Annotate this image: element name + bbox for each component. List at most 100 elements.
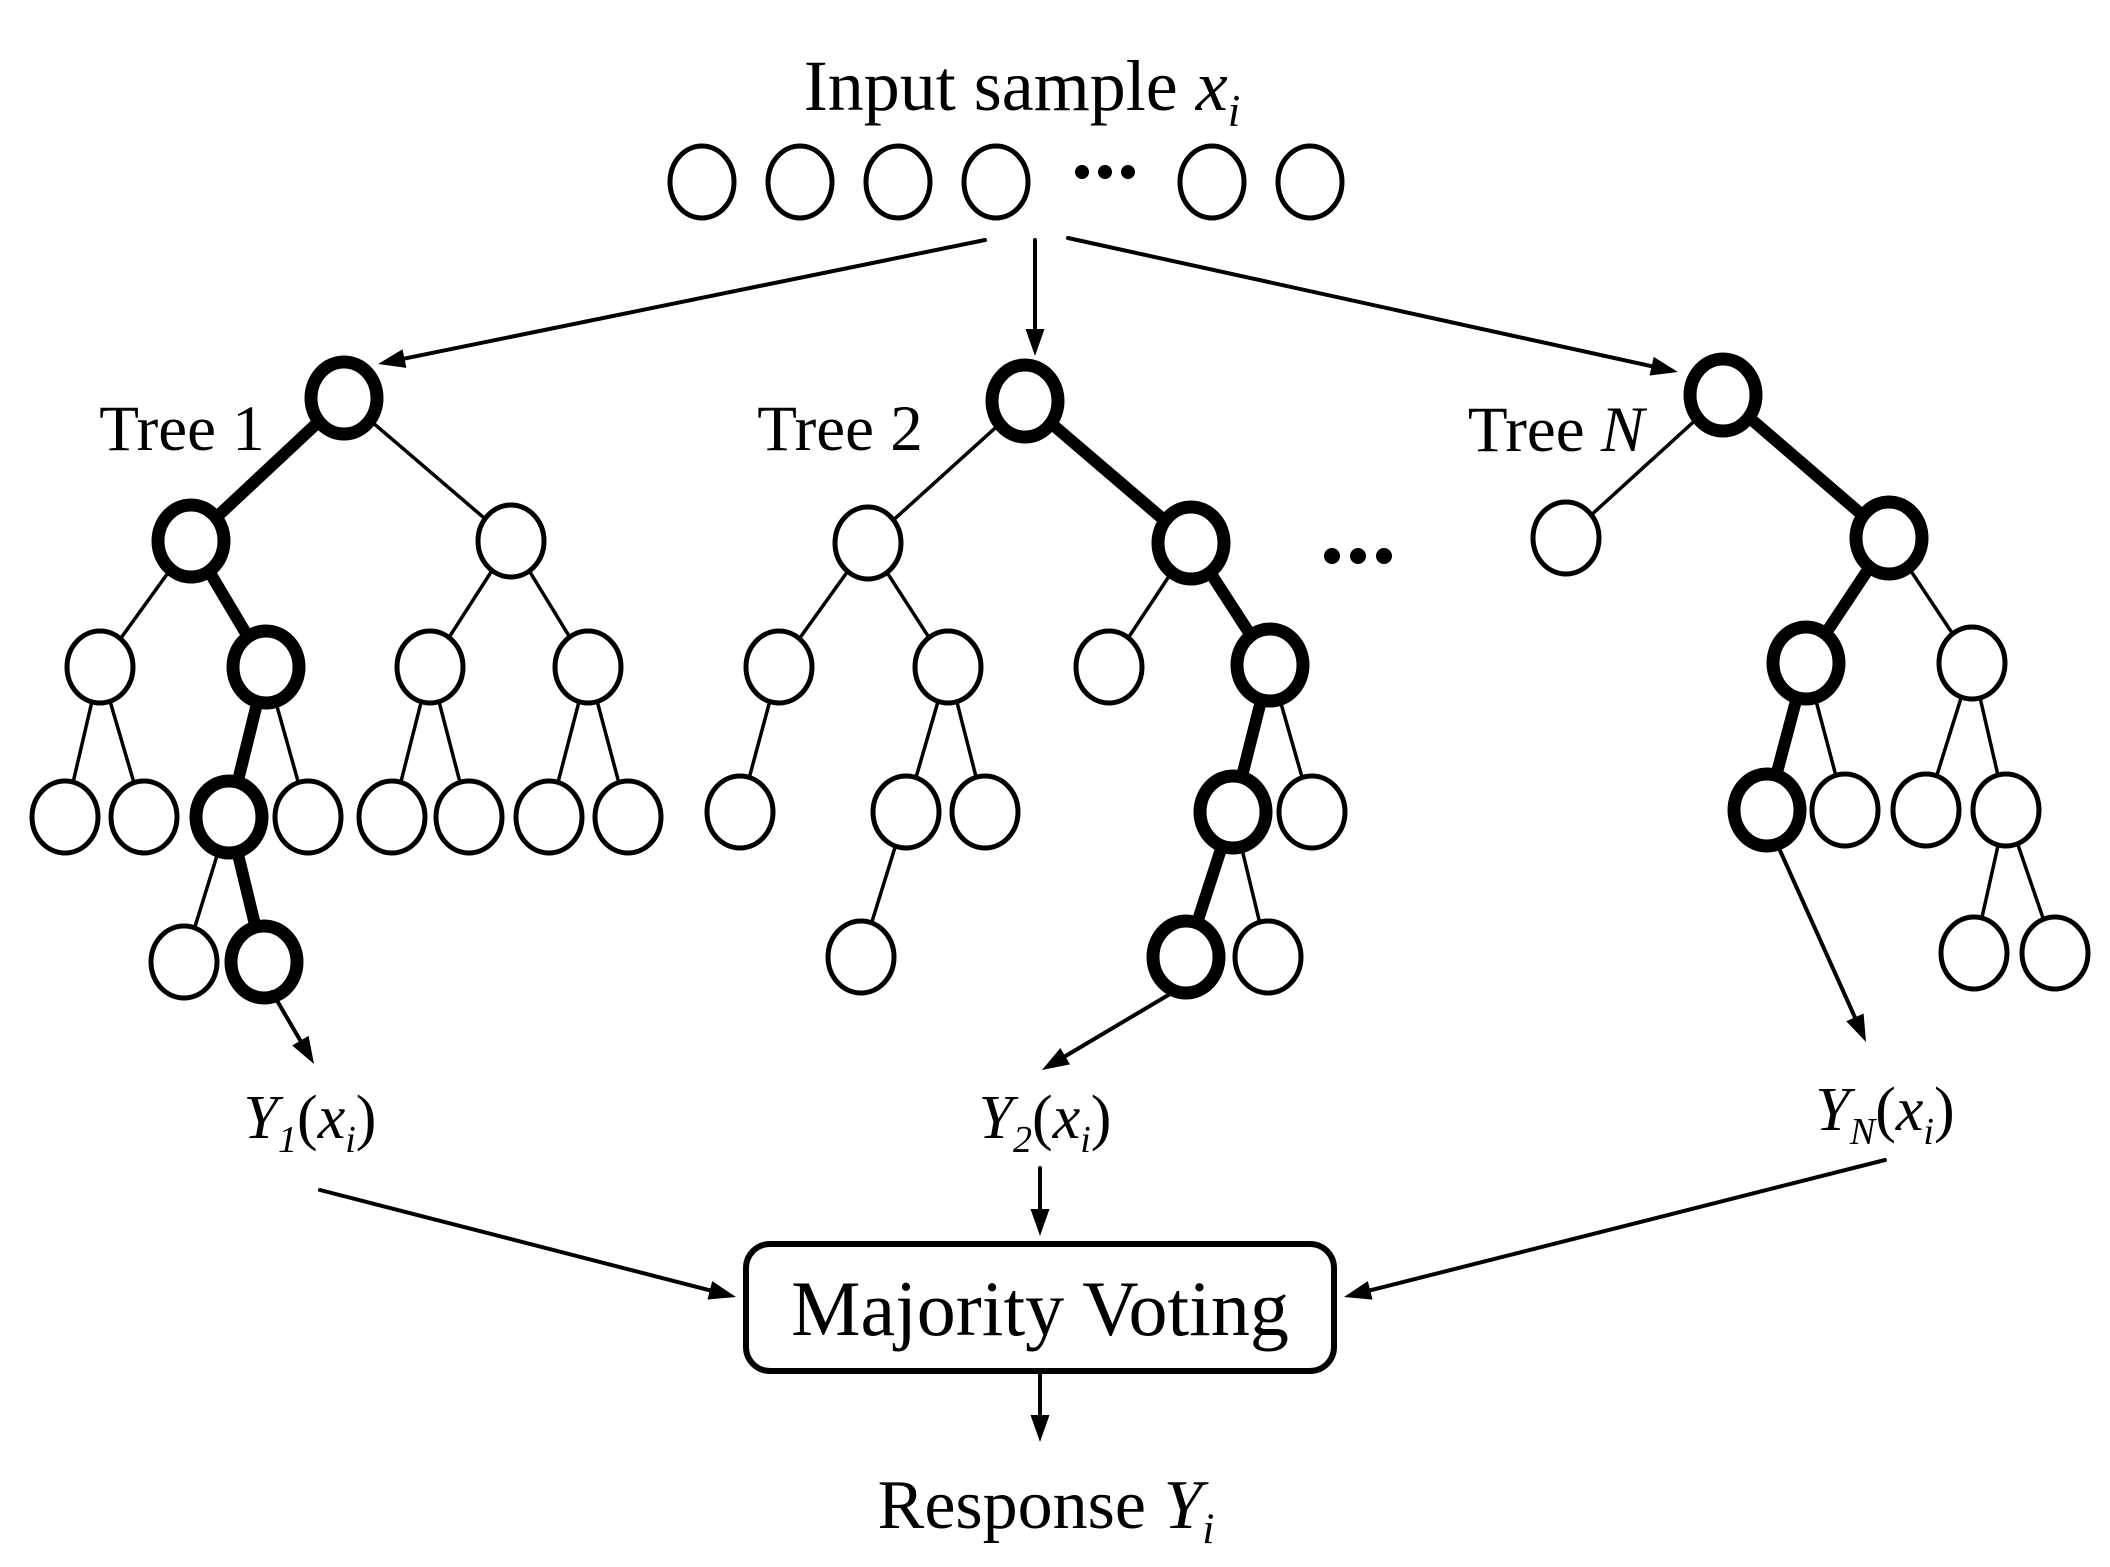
treeN-output-label-part: N (1849, 1111, 1878, 1153)
treeN-output-label-part: ) (1934, 1076, 1955, 1144)
tree1-output-label-part: ) (356, 1084, 377, 1152)
treeN-node-1 (1530, 499, 1602, 577)
input-ellipsis-dot-2 (1121, 165, 1135, 179)
tree1-node-16-active (224, 919, 304, 1005)
tree2-node-7 (704, 773, 776, 851)
tree-gap-ellipsis-dot-2 (1376, 548, 1392, 564)
tree1-label: Tree 1 (99, 393, 265, 465)
input-ellipsis-dot-1 (1098, 165, 1112, 179)
arrow-input-to-tree1-head (378, 349, 407, 368)
tree1-node-9-active (189, 774, 269, 860)
tree2-node-4 (912, 628, 984, 706)
tree2-output-label: Y2(xi) (979, 1084, 1112, 1161)
treeN-node-0-active (1683, 352, 1763, 438)
tree2-node-11 (1276, 773, 1348, 851)
tree1-exit-arrow-head (292, 1035, 314, 1064)
input-ellipsis-dot-0 (1075, 165, 1089, 179)
tree1-output-label-part: 1 (278, 1119, 297, 1161)
treeN-node-8 (1970, 771, 2042, 849)
tree2-node-0-active (985, 358, 1065, 444)
tree2-output-label-part: Y (979, 1084, 1019, 1152)
arrow-y2-to-voting-head (1030, 1209, 1050, 1236)
tree1-output-label-part: ( (297, 1084, 318, 1152)
response-label-part: Response (878, 1467, 1164, 1544)
input-feature-circle-3 (961, 143, 1031, 221)
tree2-exit-arrow-head (1042, 1048, 1071, 1070)
majority-voting-label: Majority Voting (791, 1265, 1289, 1352)
tree2-node-13-active (1146, 914, 1226, 1000)
tree2-output-label-part: x (1052, 1084, 1081, 1152)
tree1-label-part: Tree 1 (99, 393, 265, 465)
arrow-input-to-tree2-head (1025, 329, 1045, 356)
response-label: Response Yi (878, 1467, 1215, 1553)
input-feature-circle-5 (1275, 143, 1345, 221)
arrow-input-to-treeN-line (1066, 236, 1657, 369)
treeN-node-10 (2019, 914, 2091, 992)
treeN-node-9 (1938, 914, 2010, 992)
tree1-node-7 (29, 778, 101, 856)
input-title-part: x (1195, 46, 1228, 126)
treeN-exit-arrow-line (1776, 844, 1859, 1023)
tree1-node-1-active (151, 498, 231, 584)
arrow-yN-to-voting-line (1365, 1158, 1887, 1294)
tree1-output-label: Y1(xi) (244, 1084, 377, 1161)
tree-gap-ellipsis-dot-1 (1350, 548, 1366, 564)
tree1-node-6 (552, 628, 624, 706)
tree2-node-5 (1073, 628, 1145, 706)
treeN-node-5-active (1727, 767, 1807, 853)
treeN-node-2-active (1849, 495, 1929, 581)
treeN-output-label-part: x (1895, 1076, 1924, 1144)
arrow-input-to-treeN-head (1649, 356, 1678, 376)
tree2-exit-arrow-line (1060, 992, 1172, 1060)
tree1-node-13 (513, 778, 585, 856)
input-title-part: Input sample (804, 46, 1196, 126)
treeN-output-label-part: i (1923, 1111, 1934, 1153)
tree2-node-2-active (1151, 500, 1231, 586)
tree2-output-label-part: ) (1091, 1084, 1112, 1152)
tree2-output-label-part: 2 (1013, 1119, 1032, 1161)
tree1-node-10 (272, 778, 344, 856)
tree1-node-2 (475, 502, 547, 580)
tree-gap-ellipsis-dot-0 (1324, 548, 1340, 564)
treeN-output-label: YN(xi) (1815, 1076, 1954, 1153)
treeN-node-3-active (1766, 620, 1846, 706)
treeN-output-label-part: Y (1815, 1076, 1855, 1144)
tree2-label-part: Tree 2 (757, 393, 923, 465)
arrow-y1-to-voting-head (707, 1281, 736, 1300)
treeN-exit-arrow-head (1846, 1013, 1866, 1042)
response-label-part: i (1202, 1506, 1214, 1553)
tree1-node-15 (148, 923, 220, 1001)
tree2-node-10-active (1193, 769, 1273, 855)
tree1-output-label-part: Y (244, 1084, 284, 1152)
tree1-node-12 (433, 778, 505, 856)
tree1-output-label-part: x (317, 1084, 346, 1152)
tree2-node-12 (825, 918, 897, 996)
tree1-exit-arrow-line (270, 990, 304, 1046)
input-feature-circle-4 (1177, 143, 1247, 221)
treeN-node-7 (1890, 771, 1962, 849)
tree1-node-8 (108, 778, 180, 856)
input-feature-circle-1 (765, 143, 835, 221)
tree2-output-label-part: i (1080, 1119, 1091, 1161)
tree2-node-14 (1232, 918, 1304, 996)
input-feature-circle-2 (863, 143, 933, 221)
tree1-output-label-part: i (345, 1119, 356, 1161)
response-label-part: Y (1163, 1467, 1209, 1544)
treeN-node-6 (1809, 771, 1881, 849)
arrow-input-to-tree1-line (399, 238, 987, 362)
arrow-y1-to-voting-line (318, 1188, 715, 1294)
tree2-node-9 (949, 773, 1021, 851)
treeN-label-part: N (1600, 394, 1648, 466)
tree2-node-1 (832, 504, 904, 582)
arrow-yN-to-voting-head (1344, 1281, 1373, 1300)
treeN-node-4 (1936, 624, 2008, 702)
input-title-part: i (1228, 86, 1241, 136)
tree1-node-11 (356, 778, 428, 856)
majority-voting-label-part: Majority Voting (791, 1265, 1289, 1352)
tree1-node-5 (394, 628, 466, 706)
tree1-node-0-active (304, 355, 384, 441)
input-feature-circle-0 (667, 143, 737, 221)
tree2-node-8 (870, 773, 942, 851)
